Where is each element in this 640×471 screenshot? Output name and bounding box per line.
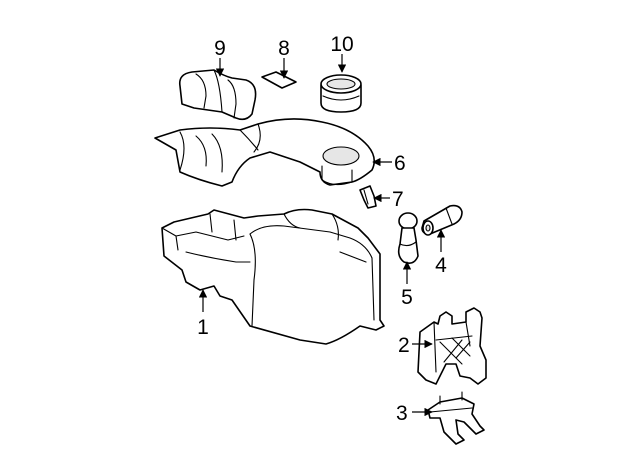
callout-7: 7: [392, 188, 404, 211]
callout-4: 4: [435, 254, 447, 277]
part-7-clip[interactable]: [359, 185, 377, 209]
part-10-cup-ring[interactable]: [320, 74, 362, 113]
callout-5: 5: [401, 286, 413, 309]
part-5-shift-boot[interactable]: [397, 212, 419, 264]
part-3-mount-bracket[interactable]: [427, 391, 485, 445]
callout-6: 6: [394, 152, 406, 175]
callout-10: 10: [330, 33, 353, 56]
part-6-upper-console[interactable]: [154, 118, 376, 187]
part-1-lower-console[interactable]: [161, 208, 385, 345]
callout-2: 2: [398, 334, 410, 357]
callout-3: 3: [396, 402, 408, 425]
leader-lines: [198, 54, 446, 417]
part-2-bracket[interactable]: [417, 307, 487, 385]
part-8-pad[interactable]: [261, 71, 297, 89]
callout-1: 1: [197, 316, 209, 339]
callout-labels: 9 8 10 6 7 4 5 1 2 3: [197, 33, 447, 425]
callout-9: 9: [214, 37, 226, 60]
part-4-shift-knob[interactable]: [421, 204, 463, 236]
callout-8: 8: [278, 37, 290, 60]
part-9-cupholder-insert[interactable]: [178, 69, 257, 121]
